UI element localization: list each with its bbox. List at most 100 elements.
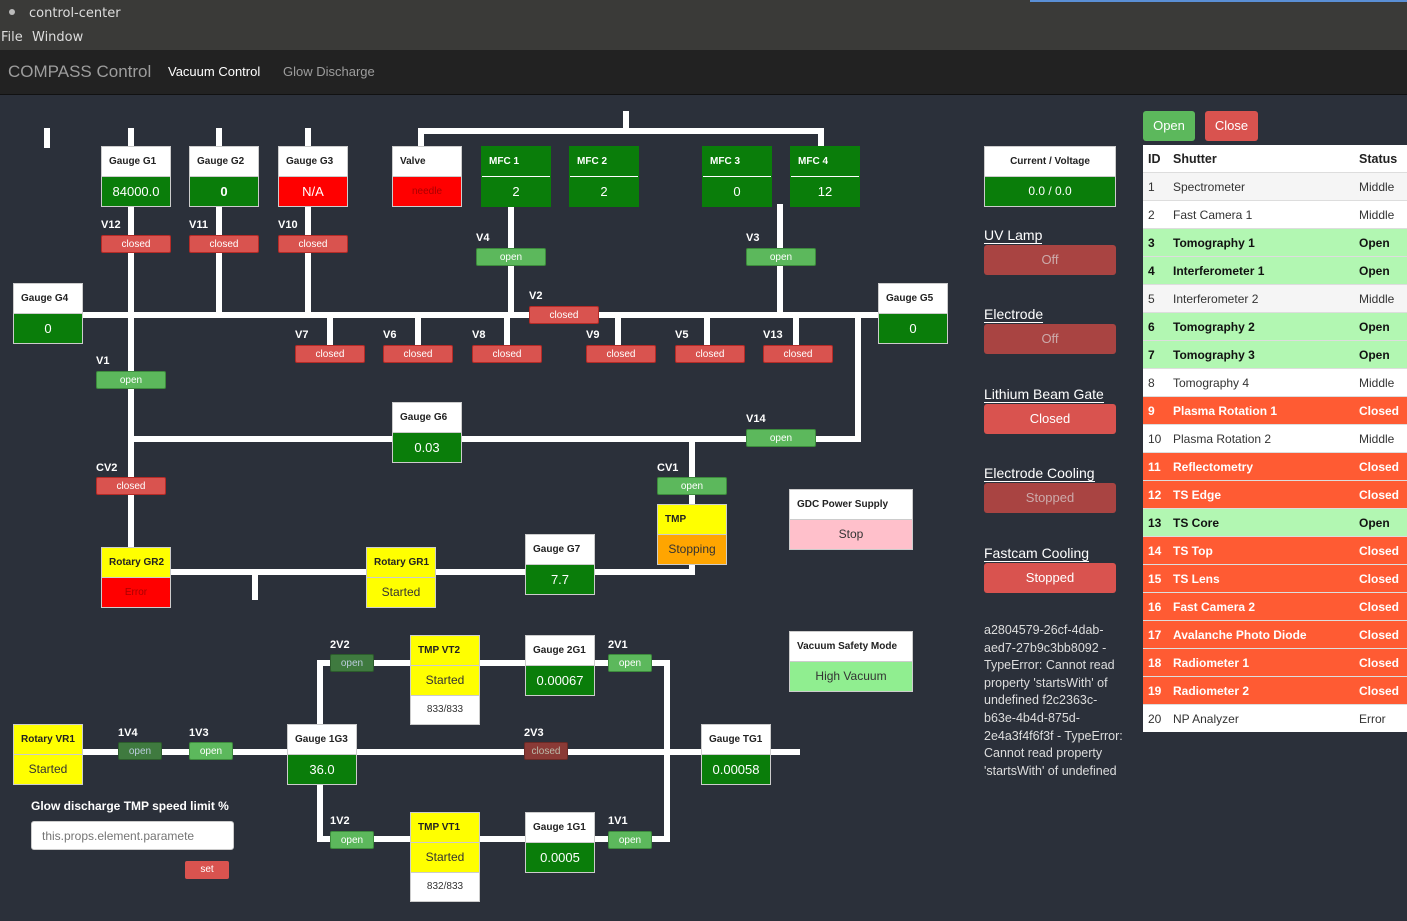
valve-label-v4: V4	[476, 232, 490, 244]
shutter-name: Tomography 2	[1173, 312, 1359, 341]
valve-v2-button[interactable]: closed	[529, 306, 599, 324]
shutter-status: Closed	[1359, 536, 1407, 565]
electrode-cooling-button[interactable]: Stopped	[984, 483, 1116, 513]
valve-2v2-button[interactable]: open	[330, 654, 374, 672]
pipe	[504, 314, 510, 348]
valve-v11-button[interactable]: closed	[189, 235, 259, 253]
electrode-button[interactable]: Off	[984, 324, 1116, 354]
mfc-value[interactable]: 12	[791, 176, 859, 206]
pipe	[704, 314, 710, 348]
valve-v7-button[interactable]: closed	[295, 345, 365, 363]
valve-v10-button[interactable]: closed	[278, 235, 348, 253]
valve-v6-button[interactable]: closed	[383, 345, 453, 363]
gdc-value[interactable]: Stop	[790, 519, 912, 549]
shutter-status: Middle	[1359, 172, 1407, 201]
tab-glow-discharge[interactable]: Glow Discharge	[283, 64, 375, 79]
valve-1v2-button[interactable]: open	[330, 831, 374, 849]
valve-1v4-button[interactable]: open	[118, 742, 162, 760]
lithium-beam-gate-button[interactable]: Closed	[984, 404, 1116, 434]
shutter-id: 14	[1143, 536, 1173, 565]
pump-status[interactable]: Error	[102, 577, 170, 607]
gauge-g6: Gauge G6 0.03	[392, 402, 462, 463]
gauge-g4: Gauge G4 0	[13, 283, 83, 344]
pump-status[interactable]: Started	[411, 665, 479, 695]
shutter-close-button[interactable]: Close	[1205, 111, 1258, 141]
valve-v14-button[interactable]: open	[746, 429, 816, 447]
menu-file[interactable]: File	[1, 30, 23, 45]
valve-label-v5: V5	[675, 329, 689, 341]
valve-v12-button[interactable]: closed	[101, 235, 171, 253]
gdc-power-supply: GDC Power Supply Stop	[789, 489, 913, 550]
valve-1v3-button[interactable]: open	[189, 742, 233, 760]
mfc-value[interactable]: 2	[570, 176, 638, 206]
safety-value[interactable]: High Vacuum	[790, 661, 912, 691]
mfc-value[interactable]: 0	[703, 176, 771, 206]
app-icon	[9, 9, 15, 15]
pump-status[interactable]: Started	[411, 842, 479, 872]
error-log: a2804579-26cf-4dab-aed7-27b9c3bb8092 - T…	[984, 623, 1123, 778]
shutter-open-button[interactable]: Open	[1143, 111, 1195, 141]
valve-v3-button[interactable]: open	[746, 248, 816, 266]
pump-status[interactable]: Stopping	[658, 534, 726, 564]
valve-v9-button[interactable]: closed	[586, 345, 656, 363]
pipe	[664, 660, 670, 840]
window-title: control-center	[29, 6, 121, 21]
cv-label: Current / Voltage	[985, 147, 1115, 176]
valve-label-2v3: 2V3	[524, 727, 544, 739]
valve-label-v8: V8	[472, 329, 486, 341]
fastcam-cooling-button[interactable]: Stopped	[984, 563, 1116, 593]
pipe	[415, 314, 421, 348]
valve-v5-button[interactable]: closed	[675, 345, 745, 363]
shutter-id: 3	[1143, 228, 1173, 257]
shutter-status: Closed	[1359, 620, 1407, 649]
uv-lamp-button[interactable]: Off	[984, 245, 1116, 275]
menu-window[interactable]: Window	[32, 30, 84, 45]
brand[interactable]: COMPASS Control	[8, 62, 152, 81]
tmp-pump: TMP Stopping	[657, 504, 727, 565]
valve-1v1-button[interactable]: open	[608, 831, 652, 849]
valve-cv1-button[interactable]: open	[657, 477, 727, 495]
tmp-speed-limit-input[interactable]	[31, 821, 234, 850]
shutter-id: 9	[1143, 396, 1173, 425]
gauge-1g1: Gauge 1G1 0.0005	[525, 812, 595, 873]
shutter-name: Avalanche Photo Diode	[1173, 620, 1359, 649]
valve-v1-button[interactable]: open	[96, 371, 166, 389]
shutter-name: Fast Camera 1	[1173, 200, 1359, 229]
valve-v4-button[interactable]: open	[476, 248, 546, 266]
valve-v13-button[interactable]: closed	[763, 345, 833, 363]
shutter-id: 18	[1143, 648, 1173, 677]
set-button[interactable]: set	[185, 861, 229, 879]
valve-cv2-button[interactable]: closed	[96, 477, 166, 495]
valve-2v3-button[interactable]: closed	[524, 742, 568, 760]
tab-vacuum-control[interactable]: Vacuum Control	[168, 64, 261, 79]
pump-status[interactable]: Started	[14, 754, 82, 784]
valve-value[interactable]: needle	[393, 176, 461, 206]
mfc-value[interactable]: 2	[482, 176, 550, 206]
pump-status[interactable]: Started	[367, 577, 435, 607]
valve-v8-button[interactable]: closed	[472, 345, 542, 363]
title-highlight	[1030, 0, 1407, 2]
shutter-status: Open	[1359, 312, 1407, 341]
valve-2v1-button[interactable]: open	[608, 654, 652, 672]
gauge-g1: Gauge G1 84000.0	[101, 146, 171, 207]
